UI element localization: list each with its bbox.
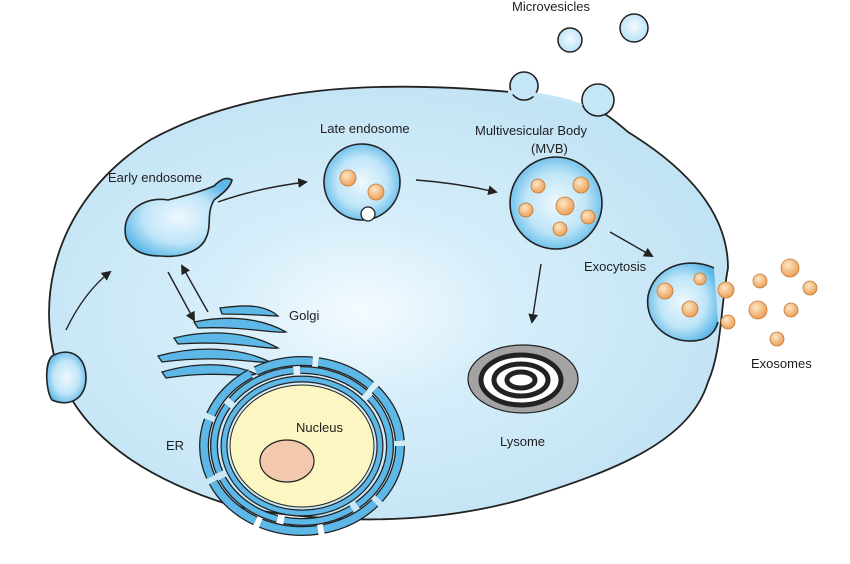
released-microvesicles (557, 13, 649, 53)
lysosome (467, 344, 579, 414)
arrow-to-exocytosis (609, 231, 654, 257)
arrow-to-lysosome (528, 263, 542, 324)
label-early-endosome: Early endosome (108, 170, 202, 185)
early-endosome (124, 177, 233, 258)
multivesicular-body (509, 156, 603, 250)
arrow-endosome-to-golgi (167, 271, 195, 322)
label-exosomes: Exosomes (751, 356, 812, 371)
label-exocytosis: Exocytosis (584, 259, 647, 274)
golgi-apparatus (156, 305, 288, 379)
arrow-to-late-endosome (217, 178, 308, 203)
budding-microvesicles (507, 71, 615, 117)
arrow-endocytosis (65, 270, 112, 331)
late-endosome (323, 143, 401, 222)
label-nucleus: Nucleus (296, 420, 343, 435)
label-lysosome: Lysome (500, 434, 545, 449)
arrow-golgi-to-endosome (181, 264, 209, 313)
label-microvesicles: Microvesicles (512, 0, 591, 14)
label-late-endosome: Late endosome (320, 121, 410, 136)
exocytosis-vesicle (646, 262, 719, 342)
arrow-to-mvb (415, 179, 498, 196)
nucleolus (259, 439, 315, 483)
label-mvb-abbrev: (MVB) (531, 141, 568, 156)
label-golgi: Golgi (289, 308, 319, 323)
released-exosomes (717, 258, 818, 347)
endocytic-vesicle (45, 351, 87, 404)
nucleus-and-er (199, 356, 405, 536)
label-mvb: Multivesicular Body (475, 123, 587, 138)
label-er: ER (166, 438, 184, 453)
